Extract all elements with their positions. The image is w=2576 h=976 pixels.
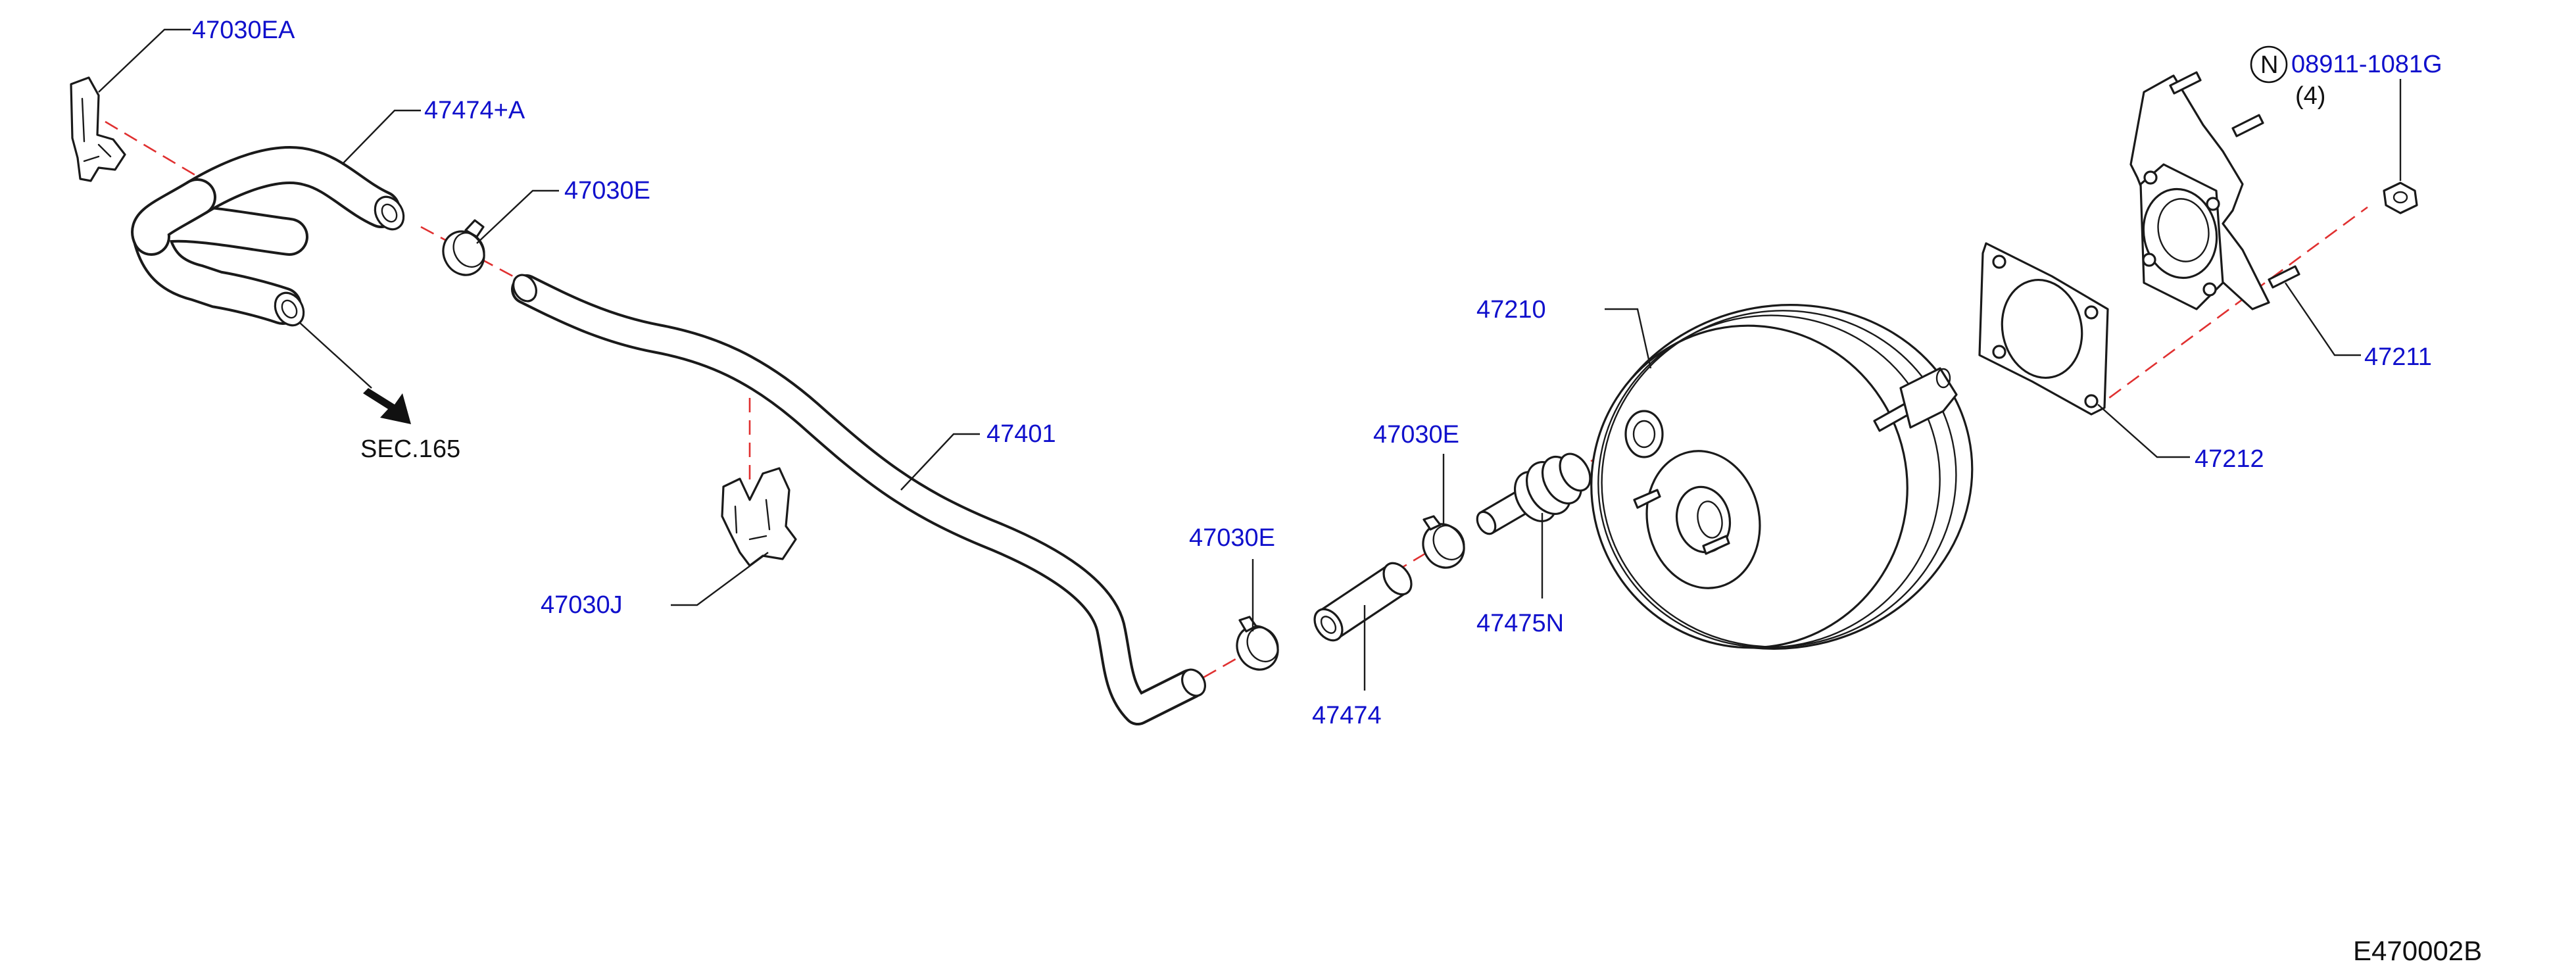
- label-47030E-low: 47030E: [1189, 524, 1275, 552]
- label-47474: 47474: [1312, 702, 1382, 729]
- clamp-47030E-top: [442, 219, 485, 276]
- check-valve-47475N: [1476, 452, 1592, 535]
- hose-47474A: [131, 146, 405, 327]
- leader-lines: [98, 28, 2402, 691]
- diagram-code: E470002B: [2353, 935, 2482, 966]
- sec165-arrow: [363, 388, 411, 424]
- label-08911-1081G: 08911-1081G: [2291, 51, 2442, 78]
- brake-booster-47210: [1590, 304, 1974, 650]
- label-47030EA: 47030EA: [192, 16, 295, 44]
- label-47030E-mid: 47030E: [1373, 421, 1459, 449]
- label-47212: 47212: [2195, 445, 2264, 473]
- clamp-47030E-mid: [1422, 515, 1465, 569]
- label-47030J: 47030J: [541, 591, 623, 619]
- hose-47401: [511, 274, 1206, 725]
- label-47475N: 47475N: [1476, 610, 1564, 637]
- label-nut-symbol: N: [2260, 51, 2278, 79]
- assembly-centerlines: [105, 120, 2368, 679]
- part-labels: 47030EA 47474+A 47030E SEC.165 47401 470…: [192, 16, 2482, 966]
- nut-symbol-circle: [2250, 45, 2288, 84]
- label-nut-qty: (4): [2295, 82, 2325, 110]
- label-47210: 47210: [1476, 296, 1546, 324]
- clamp-47030E-low: [1236, 616, 1279, 671]
- gasket-47212: [1978, 242, 2109, 416]
- label-47211: 47211: [2364, 343, 2432, 371]
- label-sec165: SEC.165: [360, 435, 460, 463]
- label-47030E-top: 47030E: [564, 177, 650, 205]
- label-47401: 47401: [986, 420, 1056, 448]
- clip-47030EA: [70, 76, 126, 182]
- hose-47474: [1313, 562, 1413, 642]
- clip-47030J: [721, 467, 797, 567]
- label-47474A: 47474+A: [424, 97, 525, 124]
- bracket-47211: [2129, 71, 2300, 310]
- nut-08911-1081G: [2383, 182, 2418, 214]
